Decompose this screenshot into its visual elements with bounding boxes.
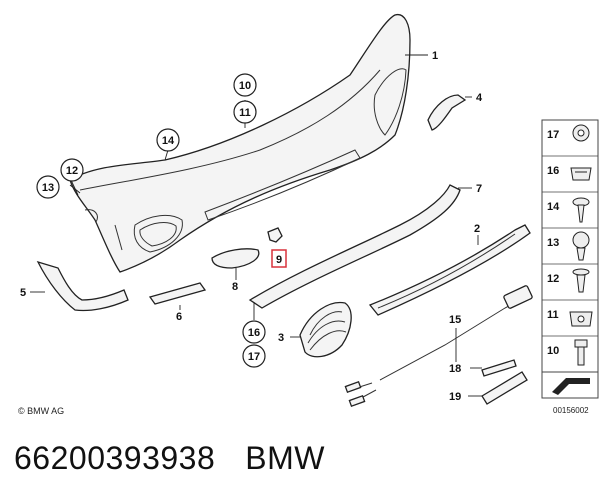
label-15: 15	[449, 314, 461, 326]
label-2: 2	[474, 223, 480, 235]
callout-9-highlighted: 9	[271, 249, 287, 268]
label-19: 19	[449, 391, 461, 403]
lower-trim-part-7	[248, 184, 461, 309]
diagram-id-text: 00156002	[553, 406, 589, 415]
label-3: 3	[278, 332, 284, 344]
callout-12: 12	[60, 158, 84, 182]
bracket-part-18	[481, 359, 517, 377]
svg-text:17: 17	[248, 351, 260, 363]
callout-13: 13	[36, 175, 60, 199]
svg-text:14: 14	[162, 135, 175, 147]
callout-11: 11	[233, 100, 257, 124]
cover-plate-part-8	[211, 248, 260, 269]
label-5: 5	[20, 287, 26, 299]
push-clip-icon	[572, 268, 590, 293]
svg-text:13: 13	[42, 182, 54, 194]
svg-text:10: 10	[239, 80, 251, 92]
bracket-part-4	[427, 94, 467, 131]
label-6: 6	[176, 311, 182, 323]
nut-icon	[572, 124, 590, 142]
rod-part-19	[481, 371, 528, 405]
bolt-icon	[574, 339, 588, 366]
clip-nut-icon	[569, 311, 593, 327]
sidebar-label-10: 10	[547, 345, 559, 357]
sidebar-label-16: 16	[547, 165, 559, 177]
callout-17: 17	[242, 344, 266, 368]
bracket-part-6	[148, 282, 207, 305]
cable-part-15	[344, 285, 533, 408]
sidebar-label-11: 11	[547, 309, 559, 321]
parts-diagram: 10 11 14 12 13 16 17 1 4 7 2 3 5 6 8 15 …	[18, 13, 599, 416]
clip-part-9	[267, 227, 283, 243]
label-7: 7	[476, 183, 482, 195]
svg-text:16: 16	[248, 327, 260, 339]
svg-text:11: 11	[239, 107, 251, 119]
label-18: 18	[449, 363, 461, 375]
sidebar-label-13: 13	[547, 237, 559, 249]
label-8: 8	[232, 281, 238, 293]
label-1: 1	[432, 50, 438, 62]
grille-part-3	[299, 301, 352, 358]
fastener-sidebar: 17 16 14 13 12 11 10	[541, 119, 599, 399]
callout-14: 14	[156, 128, 180, 152]
copyright-text: © BMW AG	[18, 406, 64, 416]
spring-clip-icon	[570, 167, 592, 181]
corner-piece-part-5	[36, 260, 129, 312]
callout-16: 16	[242, 320, 266, 344]
part-caption: 66200393938 BMW	[14, 440, 325, 480]
brand-name: BMW	[245, 440, 325, 476]
callout-10: 10	[233, 73, 257, 97]
svg-text:9: 9	[276, 254, 282, 266]
sidebar-label-12: 12	[547, 273, 559, 285]
svg-text:12: 12	[66, 165, 78, 177]
direction-arrow-icon	[541, 371, 599, 399]
bumper-cover	[69, 13, 411, 273]
screw-icon	[572, 197, 590, 223]
label-4: 4	[476, 92, 483, 104]
part-number: 66200393938	[14, 440, 216, 476]
sidebar-label-17: 17	[547, 129, 559, 141]
reflector-strip-part-2	[368, 224, 531, 316]
rivet-icon	[572, 231, 590, 261]
sidebar-label-14: 14	[547, 201, 560, 213]
